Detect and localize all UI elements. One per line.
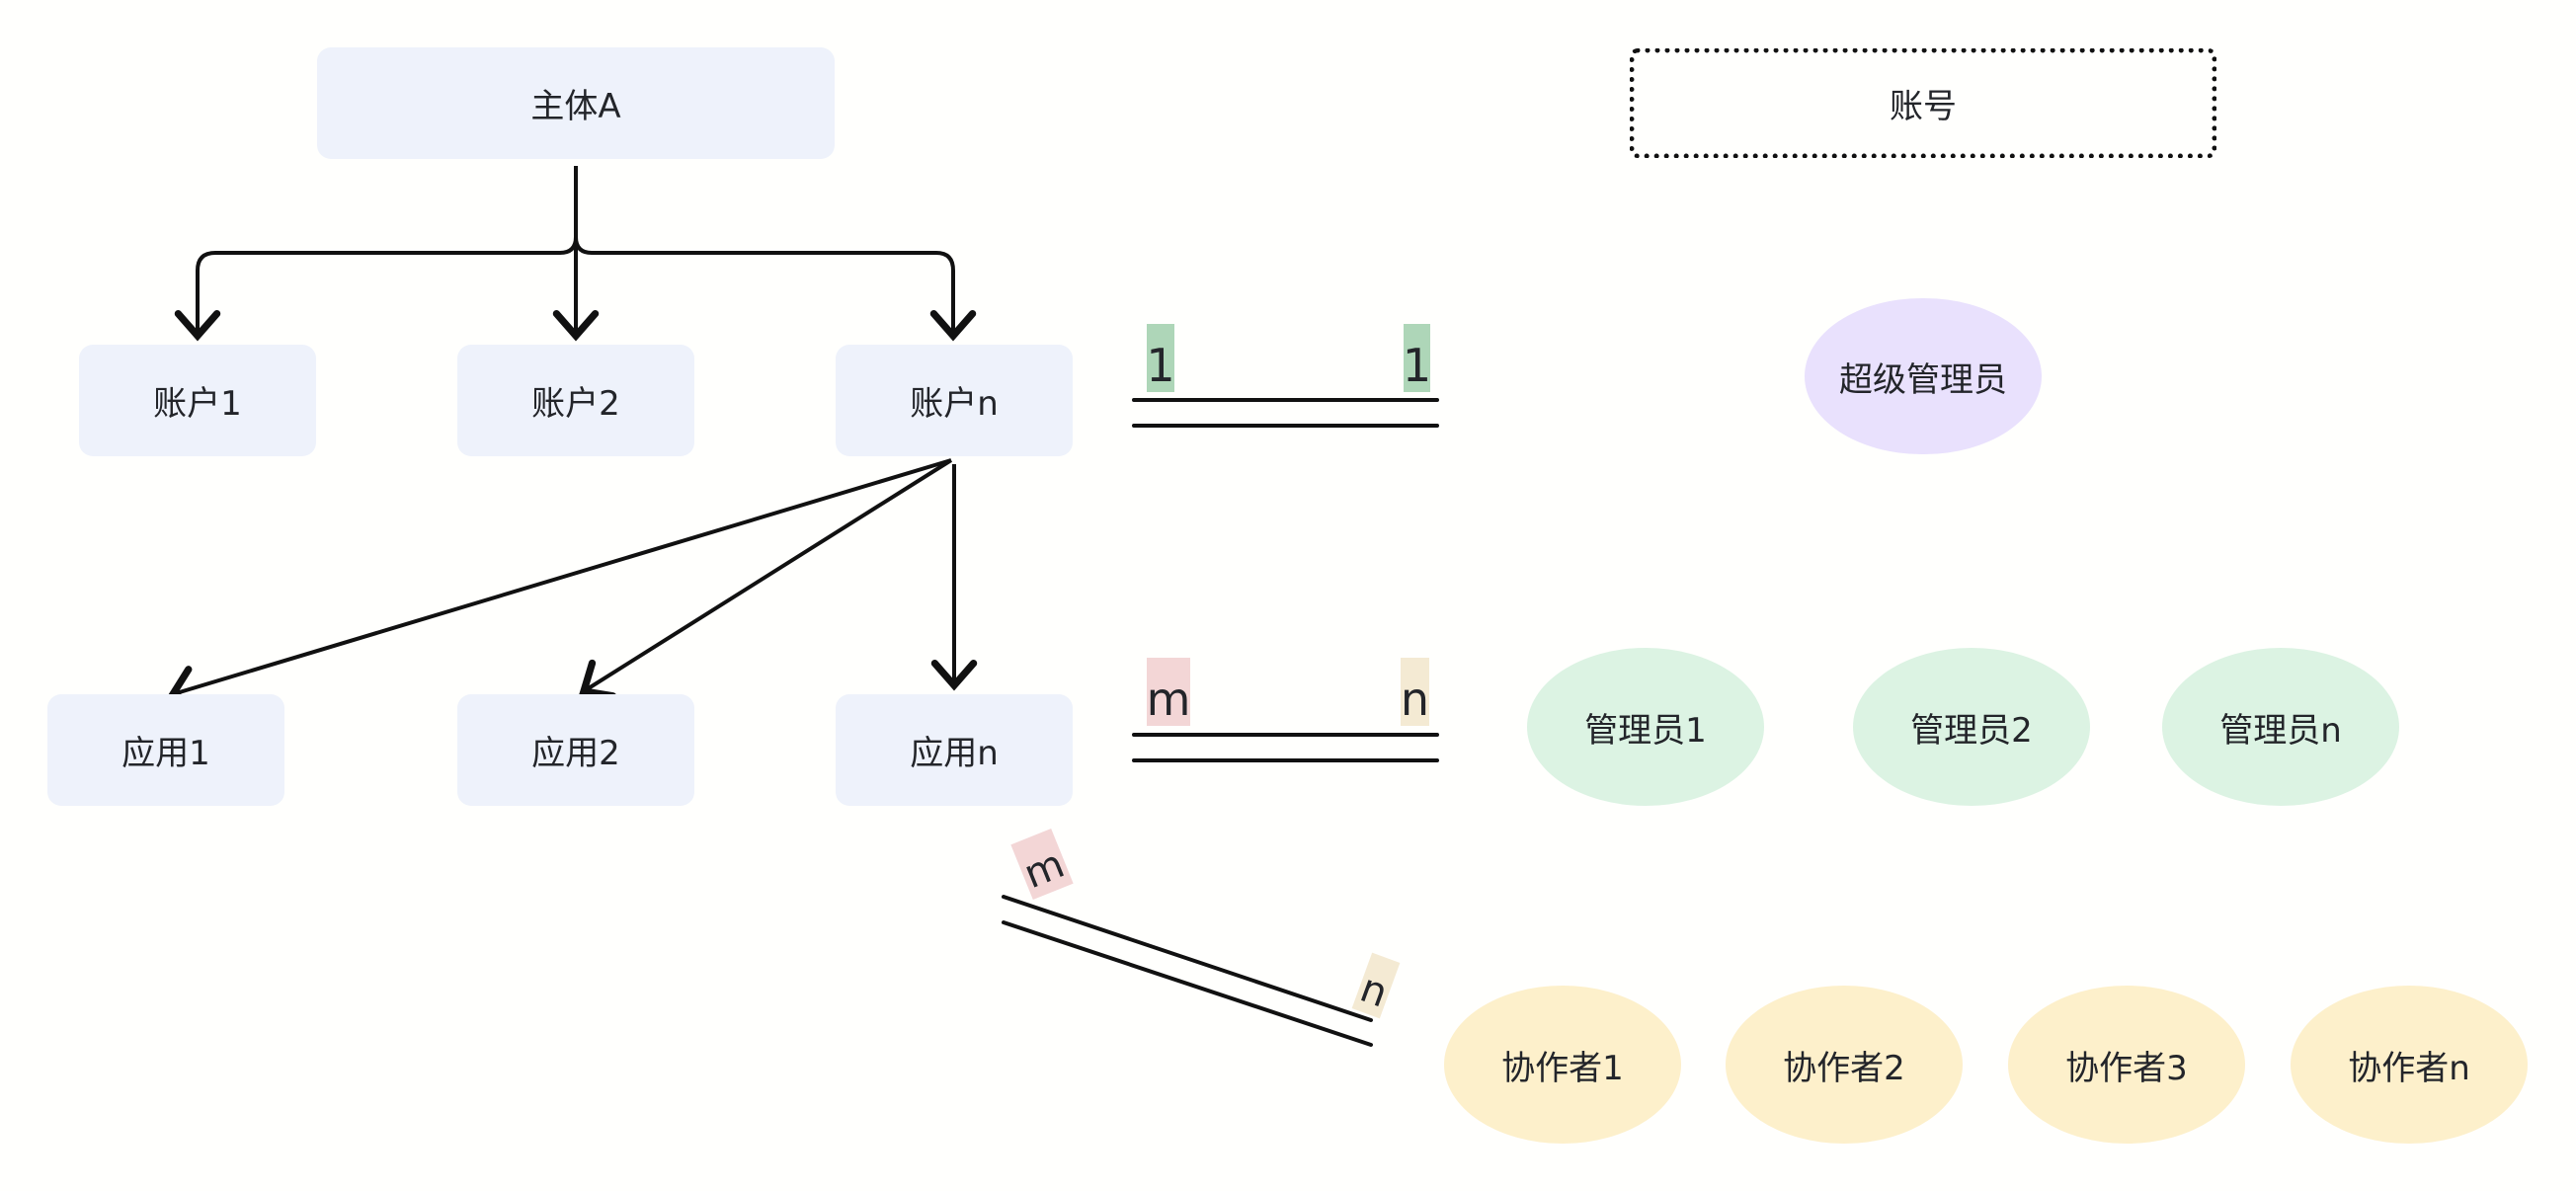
relation-line-m-n-admins	[1132, 733, 1439, 762]
app-node[interactable]: 应用1	[47, 694, 284, 806]
super-admin-label: 超级管理员	[1839, 359, 2007, 400]
app-node[interactable]: 应用n	[836, 694, 1073, 806]
cardinality-text: 1	[1402, 339, 1432, 392]
root-entity-label: 主体A	[530, 87, 621, 126]
account-node[interactable]: 账户n	[836, 345, 1073, 456]
admin-label: 管理员2	[1910, 710, 2033, 751]
cardinality-label: n	[1401, 658, 1429, 726]
app-label: 应用1	[121, 734, 210, 773]
root-entity-node[interactable]: 主体A	[317, 47, 835, 159]
account-label: 账户n	[910, 384, 999, 424]
admin-label: 管理员n	[2219, 710, 2342, 751]
relation-line-m-n-collaborators	[1002, 895, 1373, 1047]
collaborator-label: 协作者1	[1501, 1048, 1624, 1088]
collaborator-node[interactable]: 协作者3	[2008, 986, 2245, 1144]
admin-node[interactable]: 管理员n	[2162, 648, 2399, 806]
collaborator-node[interactable]: 协作者2	[1726, 986, 1963, 1144]
collaborator-node[interactable]: 协作者n	[2291, 986, 2528, 1144]
cardinality-text: m	[1146, 673, 1191, 726]
edge-accountn-app2	[579, 458, 953, 700]
cardinality-text: 1	[1146, 339, 1175, 392]
cardinality-label: m	[1147, 658, 1190, 726]
account-node[interactable]: 账户1	[79, 345, 316, 456]
super-admin-node[interactable]: 超级管理员	[1805, 298, 2042, 454]
collaborator-label: 协作者n	[2348, 1048, 2470, 1088]
account-label: 账户2	[531, 384, 620, 424]
admin-node[interactable]: 管理员2	[1853, 648, 2090, 806]
cardinality-text: n	[1400, 673, 1430, 726]
app-label: 应用2	[531, 734, 620, 773]
edge-root-account1	[174, 166, 578, 342]
edge-root-accountn	[574, 236, 977, 342]
edge-accountn-app1	[167, 458, 952, 710]
relation-line-1-1	[1132, 398, 1439, 428]
account-label: 账户1	[153, 384, 242, 424]
legend-label: 账号	[1890, 87, 1957, 126]
cardinality-label: 1	[1146, 324, 1175, 392]
collaborator-label: 协作者2	[1783, 1048, 1905, 1088]
collaborator-node[interactable]: 协作者1	[1444, 986, 1681, 1144]
cardinality-label: 1	[1402, 324, 1432, 392]
app-label: 应用n	[910, 734, 999, 773]
legend-account-box[interactable]: 账号	[1630, 48, 2216, 158]
admin-node[interactable]: 管理员1	[1527, 648, 1764, 806]
account-node[interactable]: 账户2	[457, 345, 694, 456]
collaborator-label: 协作者3	[2065, 1048, 2188, 1088]
app-node[interactable]: 应用2	[457, 694, 694, 806]
admin-label: 管理员1	[1584, 710, 1707, 751]
